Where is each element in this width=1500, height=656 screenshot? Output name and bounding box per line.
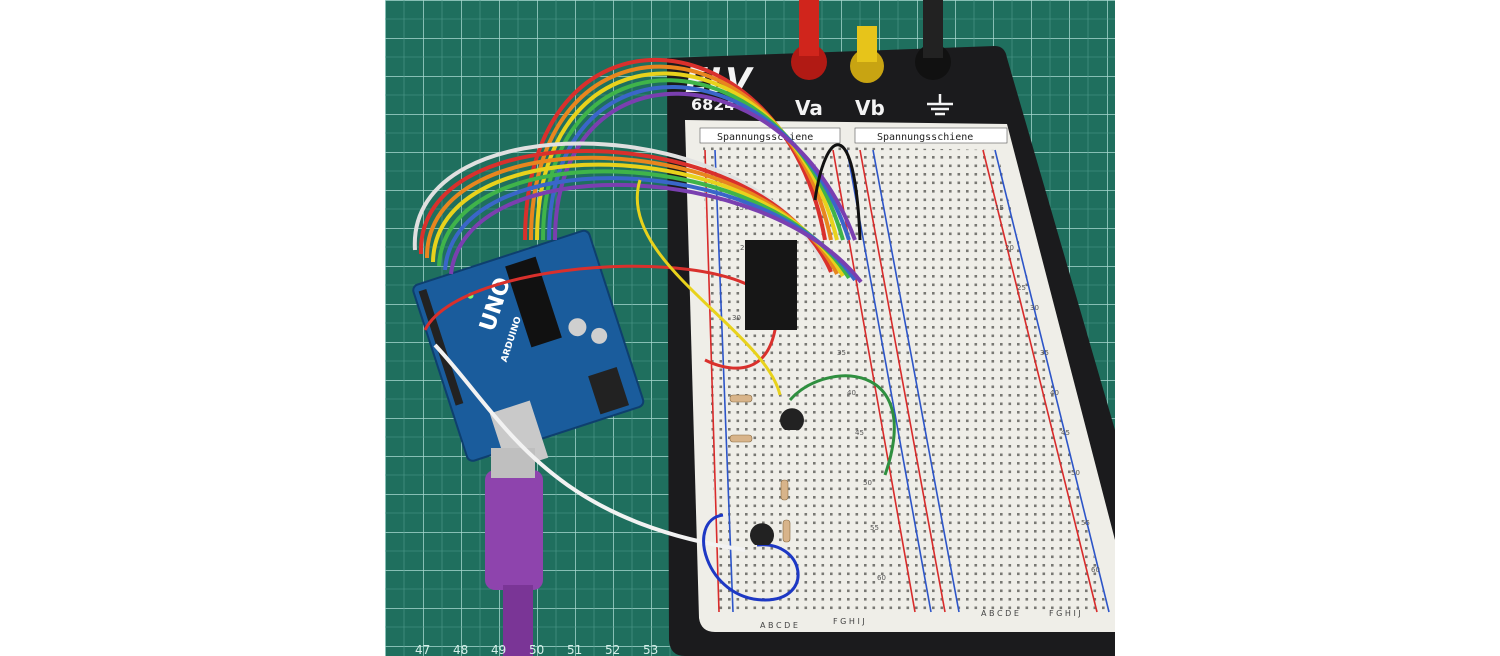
svg-text:15: 15: [735, 204, 744, 212]
ribbon-cable-lower: [412, 141, 863, 284]
ic-chip: [745, 240, 797, 330]
svg-text:45: 45: [855, 429, 864, 437]
mat-numbers: 47 48 49 50 51 52 53: [415, 643, 658, 656]
svg-text:53: 53: [643, 643, 658, 656]
row-numbers-right: 15 20 25 30 35 40 45 50 55 60: [995, 204, 1100, 574]
column-letters-right: A B C D E: [981, 609, 1019, 618]
svg-text:47: 47: [415, 643, 430, 656]
wire-black: [813, 143, 862, 241]
svg-text:25: 25: [1017, 284, 1026, 292]
svg-text:35: 35: [1040, 349, 1049, 357]
svg-text:48: 48: [453, 643, 468, 656]
resistors: [729, 394, 791, 543]
svg-text:50: 50: [529, 643, 544, 656]
svg-text:50: 50: [863, 479, 872, 487]
svg-text:20: 20: [1005, 244, 1014, 252]
wire-blue: [702, 513, 800, 602]
svg-text:55: 55: [870, 524, 879, 532]
svg-text:20: 20: [740, 244, 749, 252]
svg-text:50: 50: [1071, 469, 1080, 477]
svg-text:51: 51: [567, 643, 582, 656]
rail-label-left: Spannungsschiene: [717, 132, 813, 143]
svg-text:52: 52: [605, 643, 620, 656]
svg-text:15: 15: [995, 204, 1004, 212]
svg-text:45: 45: [1061, 429, 1070, 437]
svg-text:30: 30: [732, 314, 741, 322]
column-letters-left: A B C D E: [760, 621, 798, 630]
svg-text:49: 49: [491, 643, 506, 656]
terminal-label-va: Va: [795, 96, 823, 120]
svg-text:60: 60: [877, 574, 886, 582]
wire-yellow: [635, 179, 782, 396]
breadboard-photo: ELV 68246 Va Vb Spannungsschiene Spannun…: [385, 0, 1115, 656]
terminal-posts: [791, 0, 951, 83]
usb-cable: [485, 448, 543, 656]
power-rails: [704, 149, 1110, 613]
wire-white: [433, 343, 746, 552]
svg-text:40: 40: [847, 389, 856, 397]
rail-label-right: Spannungsschiene: [877, 132, 973, 143]
svg-text:40: 40: [1050, 389, 1059, 397]
svg-text:30: 30: [1030, 304, 1039, 312]
transistors: [750, 408, 804, 545]
svg-text:35: 35: [837, 349, 846, 357]
svg-text:60: 60: [1091, 566, 1100, 574]
ground-symbol: [927, 94, 953, 116]
svg-text:55: 55: [1081, 519, 1090, 527]
arduino-board: [412, 229, 645, 471]
terminal-label-vb: Vb: [855, 96, 885, 120]
wire-green: [788, 374, 896, 476]
column-letters-far: F G H I J: [1049, 609, 1081, 618]
column-letters-mid: F G H I J: [833, 617, 865, 626]
